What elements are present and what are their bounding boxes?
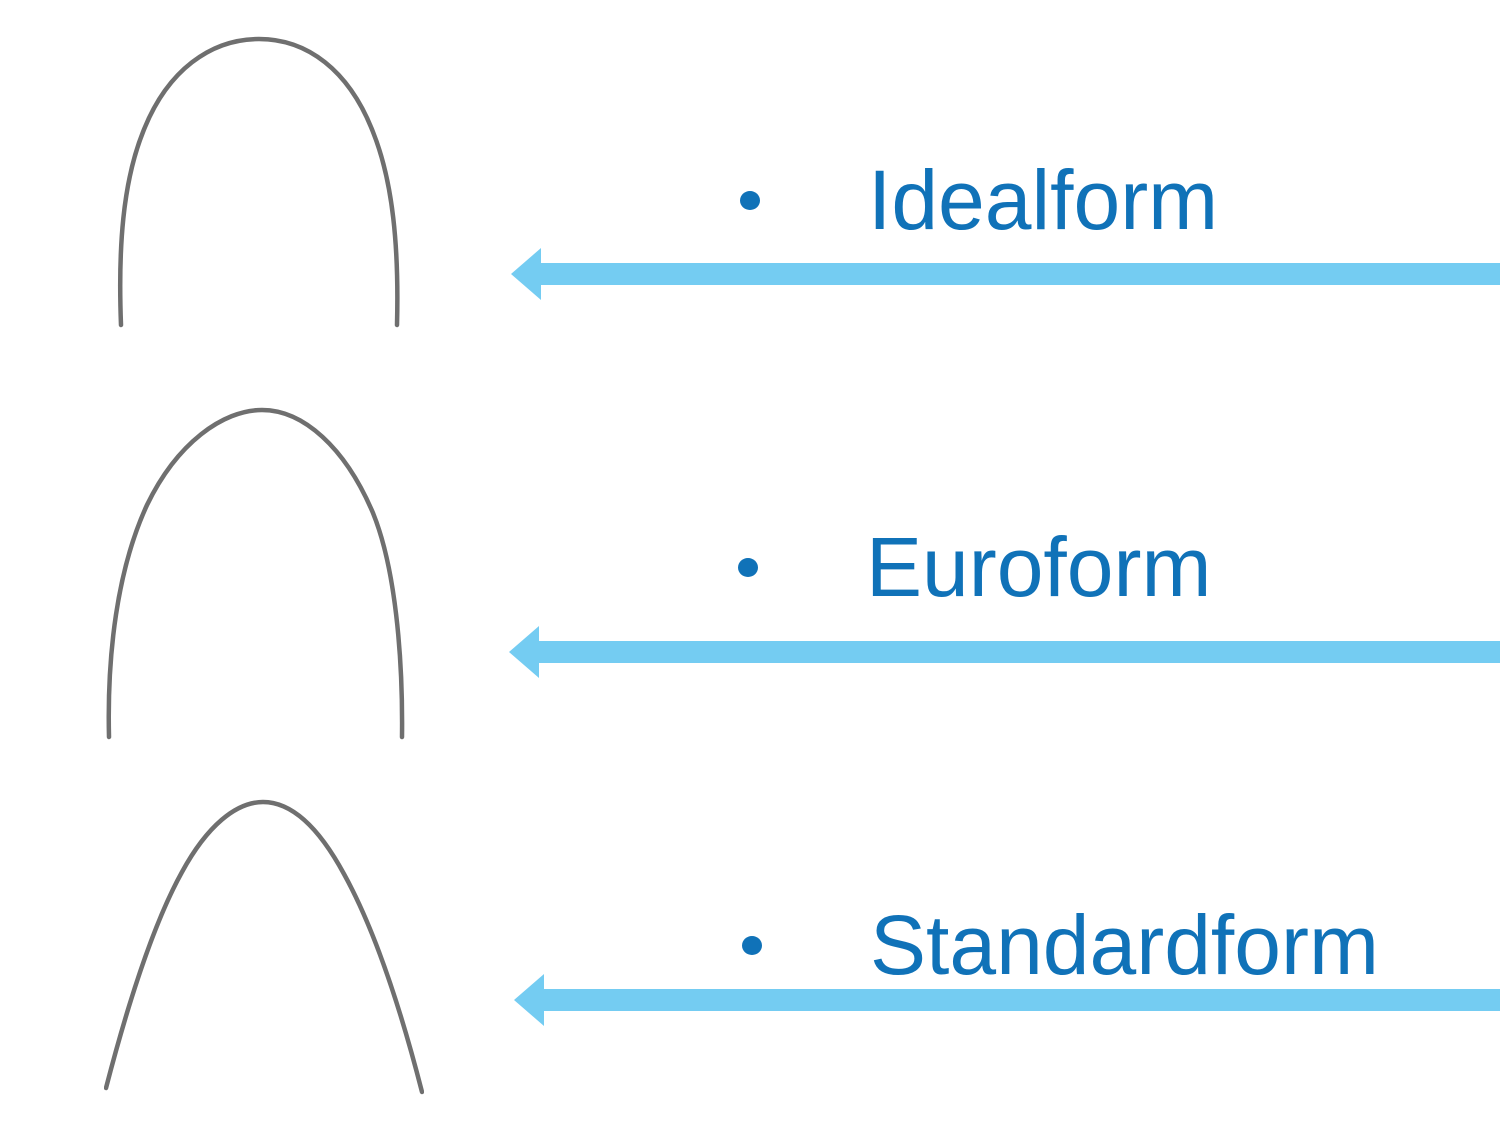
left-arrow-icon xyxy=(509,626,1500,678)
idealform-label: Idealform xyxy=(868,153,1219,247)
idealform-archwire-image xyxy=(117,36,400,328)
euroform-label: Euroform xyxy=(866,520,1212,614)
standardform-label: Standardform xyxy=(870,898,1379,992)
bullet-icon xyxy=(742,935,762,955)
left-arrow-icon xyxy=(511,248,1500,300)
bullet-icon xyxy=(738,557,758,577)
left-arrow-icon xyxy=(514,974,1500,1026)
euroform-archwire-image xyxy=(106,407,405,740)
list-item-standardform: Standardform xyxy=(742,897,1379,993)
list-item-euroform: Euroform xyxy=(738,519,1211,615)
list-item-idealform: Idealform xyxy=(740,152,1218,248)
standardform-archwire-image xyxy=(104,799,424,1095)
bullet-icon xyxy=(740,190,760,210)
